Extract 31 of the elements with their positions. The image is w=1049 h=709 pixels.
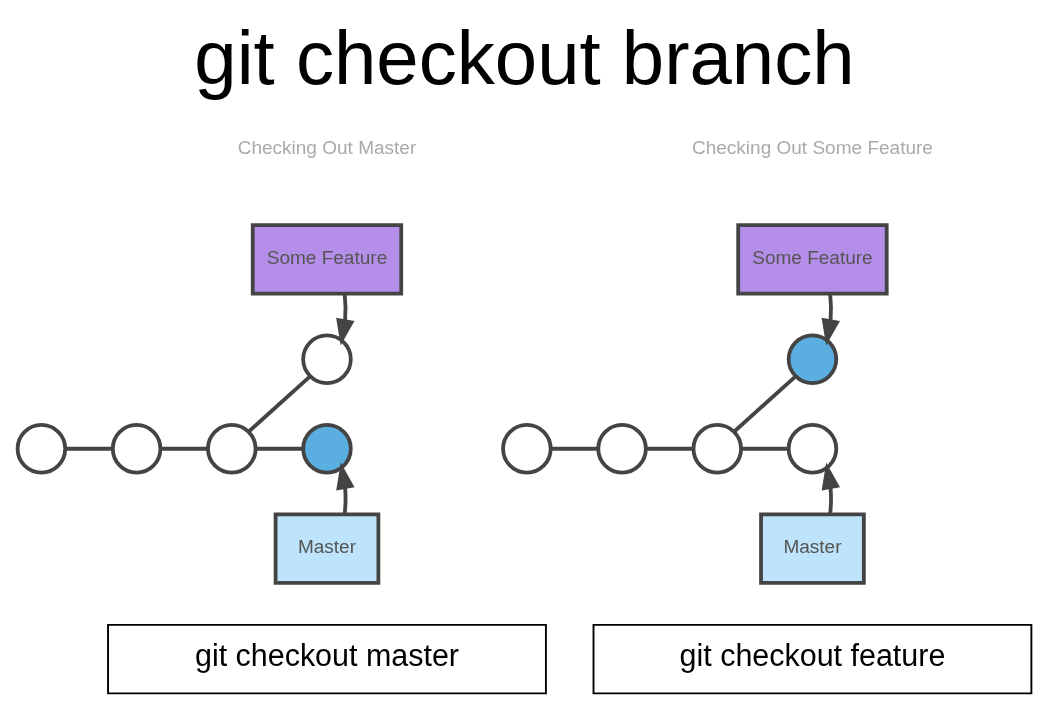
node-box: git checkout feature bbox=[592, 623, 1033, 695]
node-circle bbox=[786, 423, 839, 475]
node-circle bbox=[501, 423, 553, 475]
connector bbox=[741, 446, 789, 451]
node-circle bbox=[691, 423, 743, 475]
connector bbox=[65, 446, 113, 451]
label: Checking Out Some Feature bbox=[691, 136, 933, 158]
node-circle bbox=[15, 423, 68, 475]
connector bbox=[247, 375, 311, 433]
arrow bbox=[821, 293, 840, 346]
node-circle bbox=[301, 423, 353, 475]
node-circle bbox=[786, 333, 839, 385]
diagram-title: git checkout branch bbox=[194, 15, 855, 101]
connector bbox=[733, 375, 797, 433]
connector bbox=[160, 446, 208, 451]
label: Checking Out Master bbox=[237, 136, 417, 158]
arrow bbox=[336, 293, 355, 346]
connector bbox=[255, 446, 303, 451]
node-circle bbox=[110, 423, 163, 475]
node-box: Some Feature bbox=[736, 223, 889, 296]
connector bbox=[550, 446, 599, 451]
arrow bbox=[336, 462, 355, 515]
arrow bbox=[821, 462, 841, 515]
node-box: git checkout master bbox=[107, 623, 547, 695]
node-circle bbox=[301, 333, 353, 385]
node-box: Some Feature bbox=[250, 223, 404, 296]
node-box: Master bbox=[273, 512, 381, 585]
node-box: Master bbox=[759, 512, 866, 585]
connector bbox=[645, 446, 694, 451]
node-circle bbox=[596, 423, 648, 475]
node-circle bbox=[206, 423, 258, 475]
